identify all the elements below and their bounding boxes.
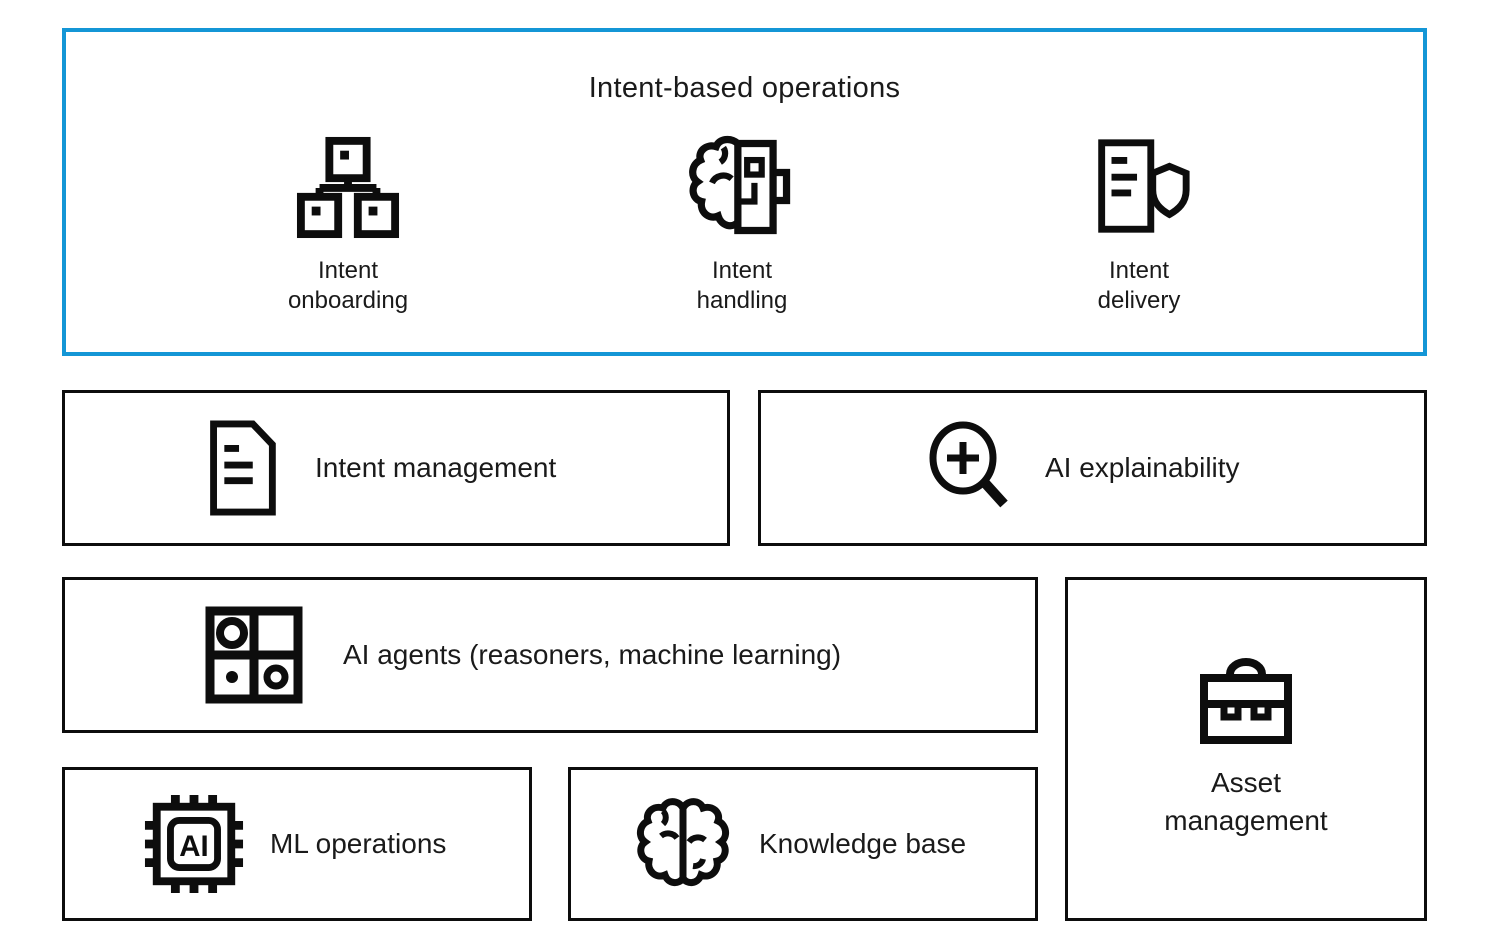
ai-agents-box: AI agents (reasoners, machine learning) bbox=[62, 577, 1038, 733]
magnifier-plus-icon bbox=[929, 421, 1008, 508]
intent-onboarding-item: Intent onboarding bbox=[218, 132, 478, 316]
intent-handling-item: Intent handling bbox=[612, 132, 872, 316]
intent-delivery-label-line2: delivery bbox=[1097, 287, 1181, 314]
intent-onboarding-icon-slot bbox=[296, 132, 400, 242]
ai-explainability-box: AI explainability bbox=[758, 390, 1427, 546]
ml-operations-label: ML operations bbox=[270, 828, 447, 859]
intent-handling-label: Intent handling bbox=[697, 256, 788, 316]
ai-explainability-label: AI explainability bbox=[1045, 452, 1240, 483]
intent-management-label: Intent management bbox=[315, 452, 557, 483]
intent-handling-label-line2: handling bbox=[696, 287, 788, 314]
intent-handling-icon-slot bbox=[684, 132, 800, 242]
intent-delivery-icon-slot bbox=[1084, 132, 1194, 242]
intent-onboarding-label: Intent onboarding bbox=[288, 256, 408, 316]
ai-chip-icon: AI bbox=[144, 794, 244, 894]
panel-title: Intent-based operations bbox=[588, 72, 901, 104]
document-shield-icon bbox=[1098, 139, 1190, 233]
chip-ai-letters: AI bbox=[179, 830, 208, 863]
asset-management-label-line1: Asset bbox=[1210, 767, 1282, 798]
knowledge-base-label: Knowledge base bbox=[759, 828, 967, 859]
network-hierarchy-icon bbox=[296, 136, 400, 239]
intent-onboarding-label-line1: Intent bbox=[317, 257, 379, 284]
asset-management-label: Asset management bbox=[1164, 764, 1327, 840]
intent-onboarding-label-line2: onboarding bbox=[287, 287, 409, 314]
briefcase-icon bbox=[1200, 658, 1292, 744]
document-icon bbox=[210, 420, 276, 516]
brain-machine-icon bbox=[689, 135, 791, 235]
ai-agents-label: AI agents (reasoners, machine learning) bbox=[343, 639, 842, 670]
asset-management-label-line2: management bbox=[1164, 805, 1328, 836]
intent-management-box: Intent management bbox=[62, 390, 730, 546]
asset-management-box: Asset management bbox=[1065, 577, 1427, 921]
intent-based-operations-panel: Intent-based operations Intent onboardin… bbox=[62, 28, 1427, 356]
intent-handling-label-line1: Intent bbox=[711, 257, 773, 284]
agents-grid-icon bbox=[205, 606, 303, 704]
brain-icon bbox=[637, 798, 729, 886]
intent-delivery-label: Intent delivery bbox=[1098, 256, 1181, 316]
ml-operations-box: AI ML operations bbox=[62, 767, 532, 921]
knowledge-base-box: Knowledge base bbox=[568, 767, 1038, 921]
intent-delivery-label-line1: Intent bbox=[1108, 257, 1170, 284]
intent-delivery-item: Intent delivery bbox=[1009, 132, 1269, 316]
